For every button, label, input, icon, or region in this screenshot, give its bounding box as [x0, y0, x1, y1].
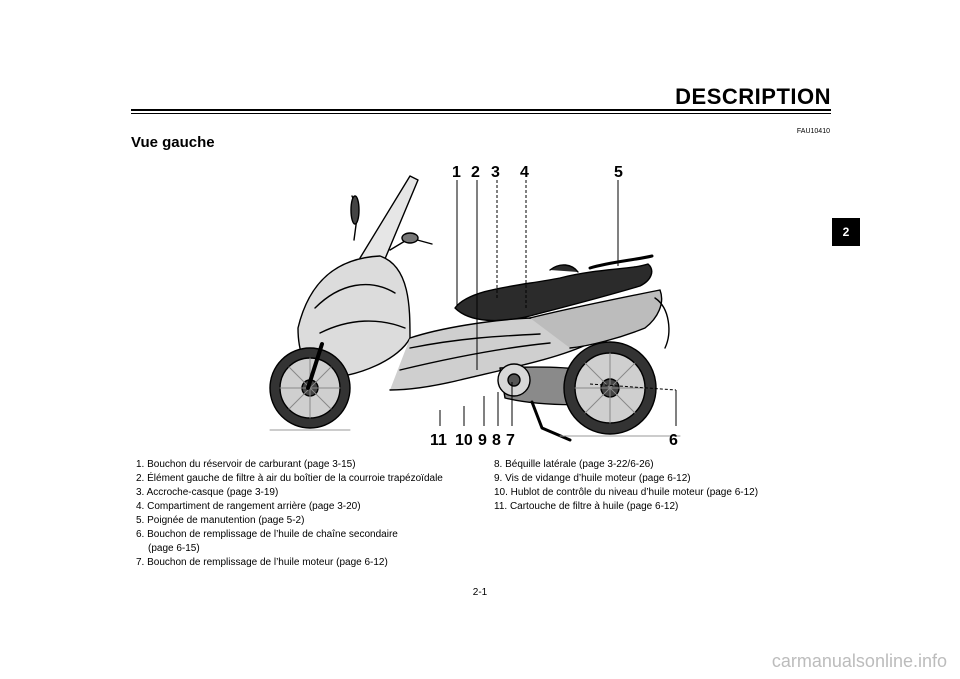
callout-8: 8: [492, 432, 501, 449]
callout-10: 10: [455, 432, 473, 449]
part-item-5: 5. Poignée de manutention (page 5-2): [136, 515, 305, 526]
header-rule-thin: [131, 113, 831, 114]
page-number: 2-1: [472, 587, 488, 598]
part-item-3: 3. Accroche-casque (page 3-19): [136, 487, 279, 498]
section-title: Vue gauche: [131, 134, 215, 151]
reference-code: FAU10410: [796, 128, 830, 135]
part-item-10: 10. Hublot de contrôle du niveau d’huile…: [494, 487, 759, 498]
part-item-8: 8. Béquille latérale (page 3-22/6-26): [494, 459, 654, 470]
part-item-9: 9. Vis de vidange d’huile moteur (page 6…: [494, 473, 691, 484]
part-item-2: 2. Élément gauche de filtre à air du boî…: [136, 473, 443, 484]
callout-1: 1: [452, 164, 461, 181]
page-header-title: DESCRIPTION: [675, 84, 831, 109]
callout-11: 11: [430, 432, 447, 449]
callout-4: 4: [520, 164, 529, 181]
callout-2: 2: [471, 164, 480, 181]
header-rule: [131, 109, 831, 111]
watermark: carmanualsonline.info: [771, 651, 947, 671]
callout-3: 3: [491, 164, 500, 181]
part-item-6: 6. Bouchon de remplissage de l’huile de …: [136, 529, 398, 540]
part-item-1: 1. Bouchon du réservoir de carburant (pa…: [136, 459, 356, 470]
part-item-7: 7. Bouchon de remplissage de l’huile mot…: [136, 557, 388, 568]
callout-7: 7: [506, 432, 515, 449]
scooter-illustration: [269, 175, 681, 442]
chapter-tab: 2: [832, 218, 860, 246]
callout-9: 9: [478, 432, 487, 449]
parts-list-left: 1. Bouchon du réservoir de carburant (pa…: [136, 458, 443, 570]
part-item-4: 4. Compartiment de rangement arrière (pa…: [136, 501, 361, 512]
callout-5: 5: [614, 164, 623, 181]
part-item-6-page: (page 6-15): [148, 543, 200, 554]
callout-6: 6: [669, 432, 678, 449]
part-item-11: 11. Cartouche de filtre à huile (page 6-…: [494, 501, 679, 512]
parts-list-right: 8. Béquille latérale (page 3-22/6-26) 9.…: [494, 458, 758, 514]
